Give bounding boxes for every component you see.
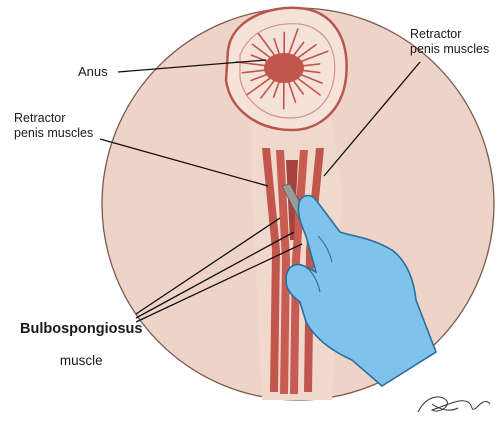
label-bulbospongiosus-title: Bulbospongiosus: [20, 321, 143, 337]
label-bulbospongiosus-sub: muscle: [59, 353, 103, 368]
anus-fold-ray: [287, 28, 299, 58]
leader-bulbo-3: [135, 243, 303, 323]
artist-signature: [417, 396, 491, 413]
leader-anus: [117, 59, 267, 73]
retractor-muscle-right: [304, 148, 324, 392]
leader-bulbo-1: [135, 217, 281, 315]
anus-fold-ray: [257, 32, 278, 59]
label-bulbospongiosus: Bulbospongiosus muscle: [20, 305, 142, 385]
anus: [224, 6, 348, 132]
anus-fold-ray: [246, 74, 275, 96]
anus-fold-ray: [293, 75, 321, 96]
label-anus: Anus: [78, 64, 108, 79]
anus-center: [264, 53, 304, 83]
leader-retractor-left: [99, 138, 269, 187]
anus-inner-rim: [239, 23, 336, 119]
glove-finger-crease: [317, 235, 333, 263]
glove-knuckle-crease: [303, 265, 321, 293]
leader-retractor-right: [323, 61, 421, 177]
label-retractor-left: Retractor penis muscles: [14, 111, 94, 140]
gloved-hand: [285, 194, 437, 387]
leader-lines: [99, 59, 421, 323]
bulbospongiosus-left: [276, 150, 290, 394]
retractor-muscle-left: [262, 148, 280, 392]
label-retractor-right: Retractor penis muscles: [410, 27, 490, 56]
anus-fold-ray: [295, 50, 329, 64]
anus-fold-ray: [286, 78, 297, 104]
leader-bulbo-2: [135, 231, 295, 319]
anus-fold-ray: [260, 77, 278, 99]
